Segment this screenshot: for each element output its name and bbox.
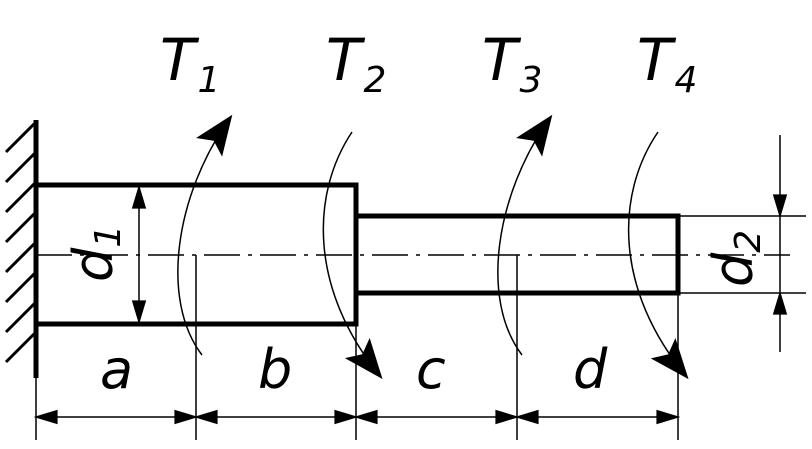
segment-label-b: b [258,338,292,401]
torque-arrow-2 [322,131,383,380]
torque-label-2: T2 [326,26,386,101]
torque-arrows [177,114,689,380]
diameter-label-d2: d2 [702,230,769,287]
torque-label-1: T1 [160,26,220,101]
segment-label-a: a [100,338,133,401]
segment-label-c: c [416,338,446,401]
extension-lines [35,215,806,440]
torque-arrow-3 [497,114,553,356]
torque-arrow-1 [177,114,233,356]
diameter-label-d1: d1 [62,225,129,282]
segment-label-d: d [573,338,608,401]
torque-label-4: T4 [637,26,697,101]
torque-label-3: T3 [482,26,542,101]
fixed-wall-support [4,120,39,378]
torque-arrow-4 [627,131,689,380]
